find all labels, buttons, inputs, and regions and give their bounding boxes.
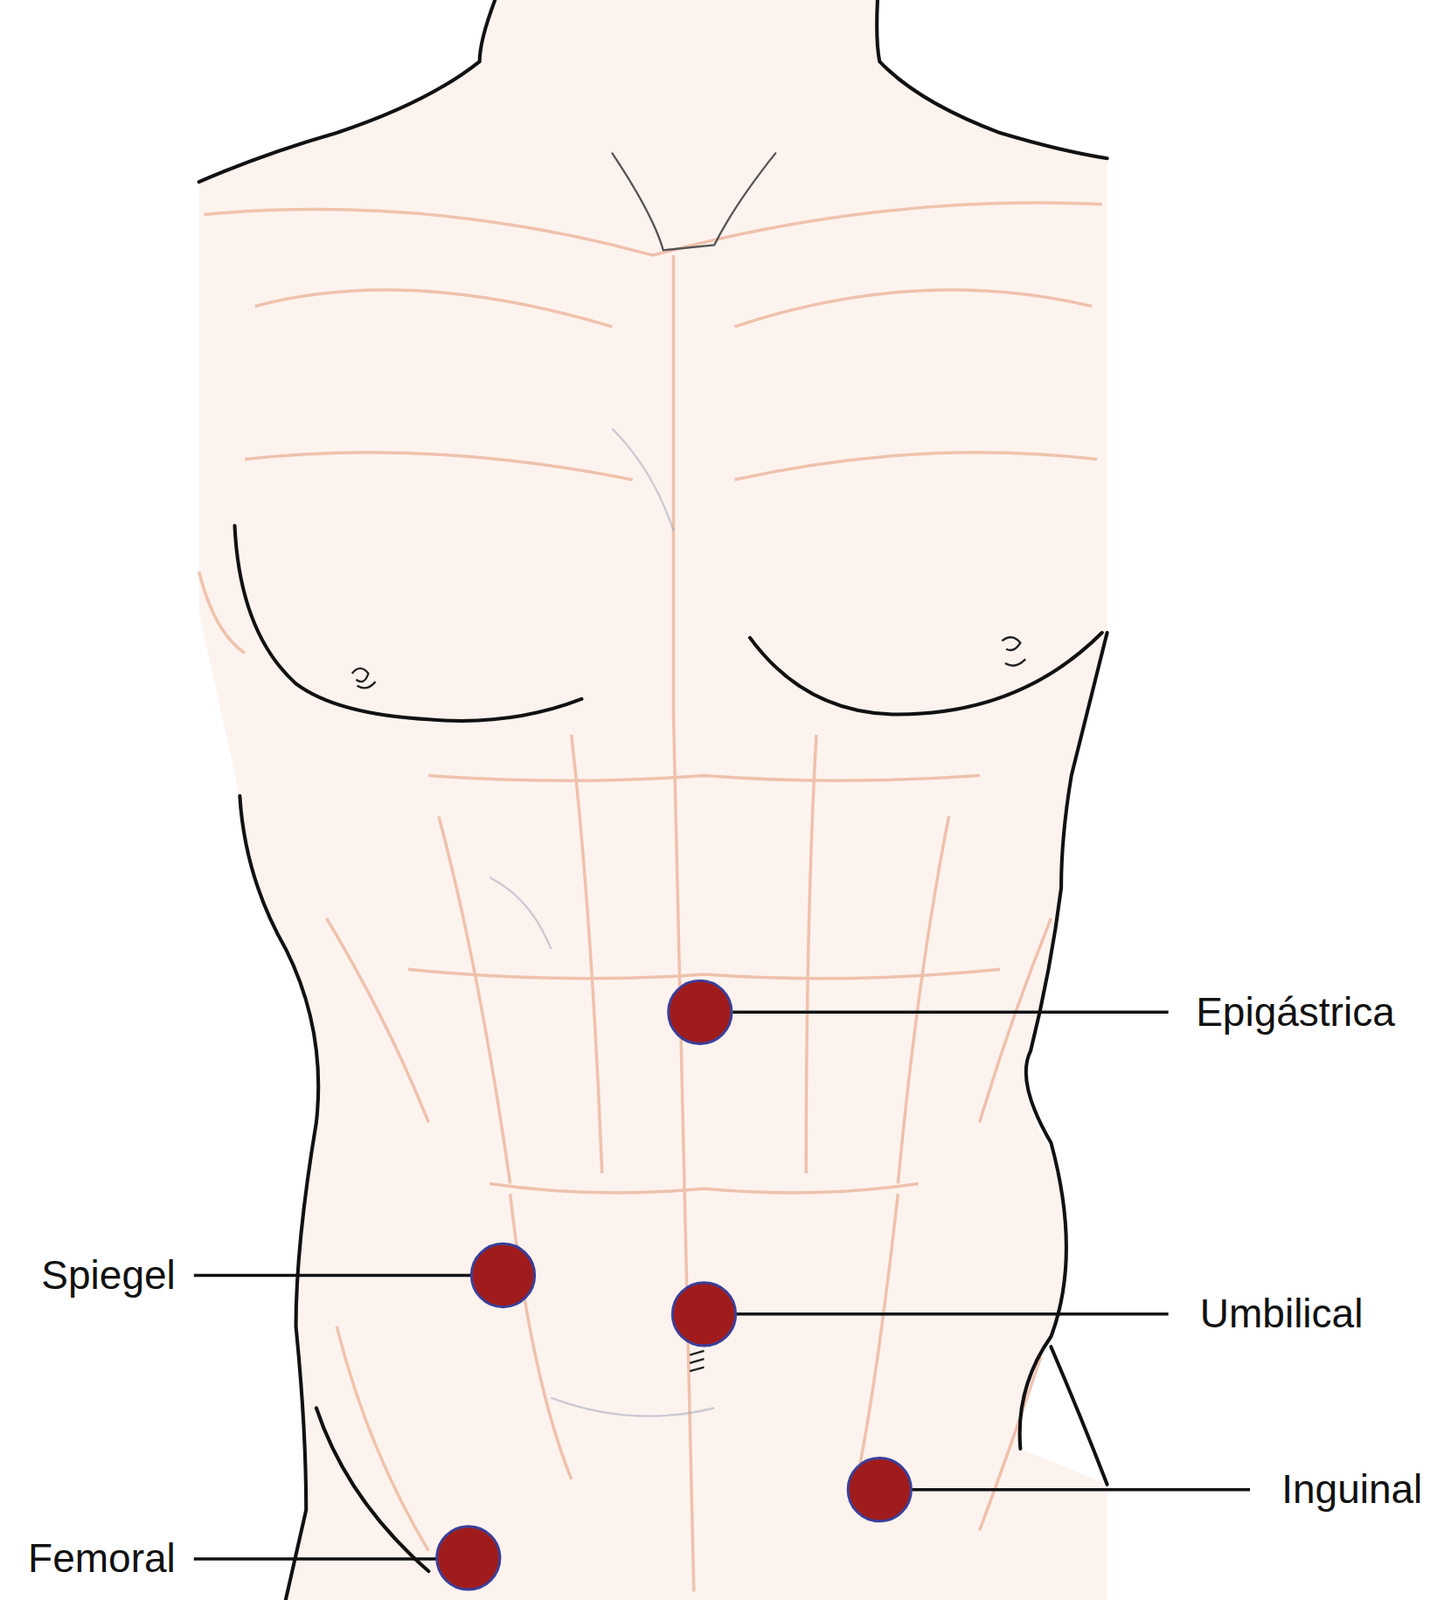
site-label: Femoral [27,1536,176,1582]
site-label: Spiegel [41,1253,175,1299]
site-label: Umbilical [1200,1291,1364,1337]
site-label: Epigástrica [1195,990,1396,1035]
leader-lines [194,1012,1250,1560]
hernia-site-dots [437,980,912,1590]
site-label: Inguinal [1281,1467,1423,1513]
